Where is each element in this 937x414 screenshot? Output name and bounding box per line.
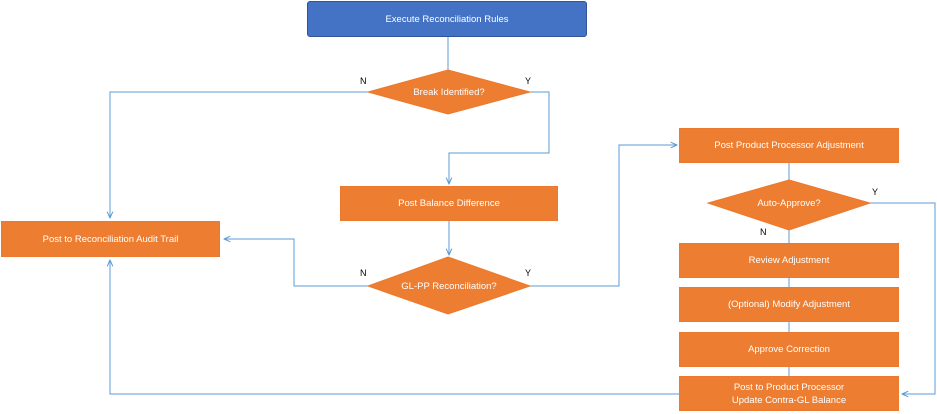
connector-gl-yes-to-pp-adjustment <box>530 145 677 287</box>
decision-auto-approve <box>706 179 872 231</box>
post-balance-difference-node: Post Balance Difference <box>340 186 558 221</box>
post-to-product-processor-node: Post to Product Processor Update Contra-… <box>679 376 899 411</box>
modify-adjustment-node: (Optional) Modify Adjustment <box>679 287 899 322</box>
post-pp-adjustment-label: Post Product Processor Adjustment <box>714 140 864 151</box>
execute-rules-label: Execute Reconciliation Rules <box>385 13 509 25</box>
break-yes-label: Y <box>525 76 532 86</box>
break-no-label: N <box>360 76 367 86</box>
connector-break-yes-to-balance <box>449 91 550 184</box>
connector-auto-yes-to-post-pp <box>870 202 936 394</box>
auto-approve-label: Auto-Approve? <box>757 197 821 209</box>
post-balance-difference-label: Post Balance Difference <box>398 198 500 209</box>
connector-break-no-to-audit <box>110 91 368 218</box>
auto-no-label: N <box>760 227 767 237</box>
post-pp-adjustment-node: Post Product Processor Adjustment <box>679 128 899 163</box>
break-identified-label: Break Identified? <box>413 86 485 98</box>
review-adjustment-label: Review Adjustment <box>748 255 830 266</box>
approve-correction-node: Approve Correction <box>679 332 899 367</box>
post-pp-line1: Post to Product Processor <box>733 381 845 393</box>
connector-post-pp-to-audit <box>110 260 679 395</box>
post-audit-trail-label: Post to Reconciliation Audit Trail <box>42 233 179 245</box>
connector-gl-no-to-audit <box>224 239 368 287</box>
review-adjustment-node: Review Adjustment <box>679 243 899 278</box>
post-audit-trail-node: Post to Reconciliation Audit Trail <box>1 221 220 257</box>
gl-yes-label: Y <box>525 268 532 278</box>
decision-break-identified <box>366 69 532 115</box>
decision-gl-pp-reconciliation <box>366 256 532 315</box>
gl-no-label: N <box>360 268 367 278</box>
approve-correction-label: Approve Correction <box>748 344 830 355</box>
gl-pp-reconciliation-label: GL-PP Reconciliation? <box>401 280 497 292</box>
auto-yes-label: Y <box>872 187 879 197</box>
post-pp-line2: Update Contra-GL Balance <box>731 394 847 406</box>
execute-rules-node: Execute Reconciliation Rules <box>307 1 587 37</box>
modify-adjustment-label: (Optional) Modify Adjustment <box>728 299 850 310</box>
